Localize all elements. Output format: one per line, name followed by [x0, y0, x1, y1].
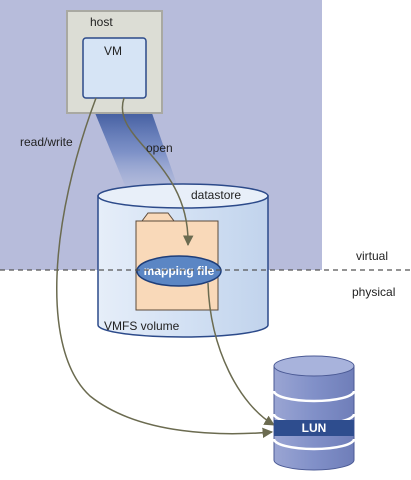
vm-label: VM [104, 44, 122, 58]
physical-label: physical [352, 285, 395, 299]
mapping-file[interactable] [136, 255, 222, 287]
open-arrow [121, 97, 194, 247]
datastore-label: datastore [191, 188, 241, 202]
host-label: host [90, 15, 113, 29]
lun-label: LUN [302, 421, 327, 435]
open-label: open [146, 141, 173, 155]
mapping-file-label: mapping file [144, 264, 215, 278]
read-write-label: read/write [20, 135, 73, 149]
lun-disk-stack[interactable] [272, 355, 356, 471]
vm-box[interactable] [82, 37, 147, 99]
mapping-to-lun-arrow [207, 282, 275, 426]
virtual-label: virtual [356, 249, 388, 263]
vmfs-volume-label: VMFS volume [104, 319, 180, 333]
read-write-arrow [56, 97, 274, 439]
